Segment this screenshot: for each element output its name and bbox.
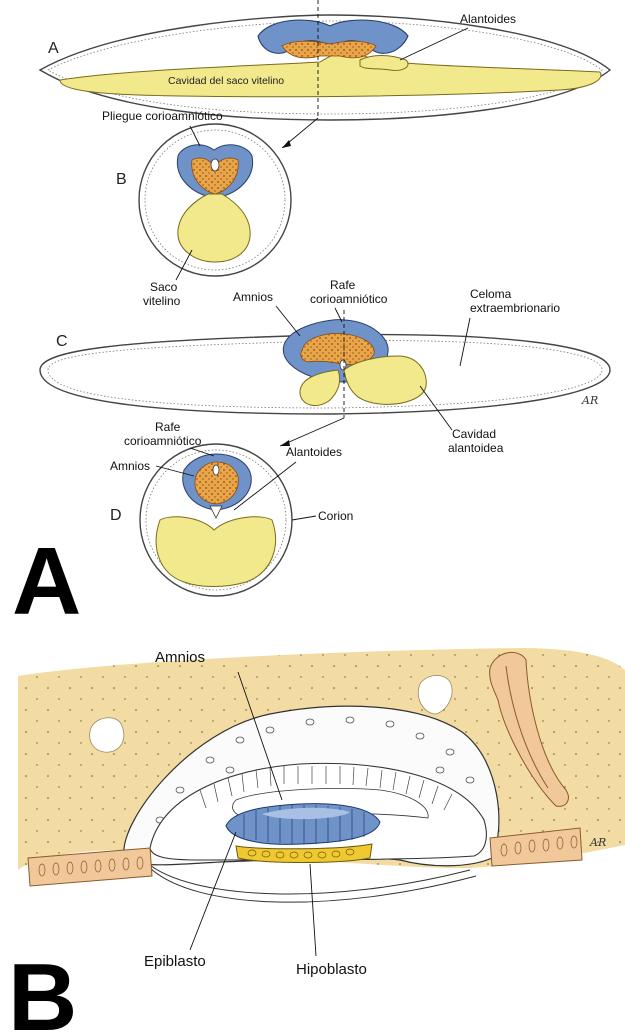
embryo-disc-a <box>282 41 376 58</box>
label-epiblasto: Epiblasto <box>144 953 206 970</box>
label-amnios-d: Amnios <box>110 459 150 473</box>
label-celoma-1: Celoma <box>470 287 512 301</box>
panel-b: AR Amnios Epiblasto Hipoblasto B <box>8 648 625 1036</box>
panel-letter-a: A <box>12 528 81 635</box>
diagram-d: D Rafe corioamniótico Amnios Alantoides … <box>110 420 353 596</box>
label-rafe-d-2: corioamniótico <box>124 434 202 448</box>
label-alantoides-a: Alantoides <box>460 12 516 26</box>
label-saco-1: Saco <box>150 280 178 294</box>
label-rafe-c-2: corioamniótico <box>310 292 388 306</box>
panel-a: A Alantoides Cavidad del saco vitelino B… <box>12 0 610 635</box>
label-letter-a: A <box>48 40 59 57</box>
label-alantoides-d: Alantoides <box>286 445 342 459</box>
label-celoma-2: extraembrionario <box>470 301 560 315</box>
label-letter-c: C <box>56 333 68 350</box>
label-corion: Corion <box>318 509 353 523</box>
diagram-b: B Pliegue corioamniótico Saco vitelino <box>102 109 291 308</box>
label-letter-d: D <box>110 507 122 524</box>
label-rafe-c-1: Rafe <box>330 278 356 292</box>
label-cavidad-alantoidea-2: alantoidea <box>448 441 504 455</box>
label-cavidad-saco-vitelino: Cavidad del saco vitelino <box>168 75 284 87</box>
panel-letter-b: B <box>8 944 77 1036</box>
diagram-c: C Amnios Rafe corioamniótico Celoma extr… <box>40 278 610 455</box>
label-rafe-d-1: Rafe <box>155 420 181 434</box>
label-pliegue-corioamniotico: Pliegue corioamniótico <box>102 109 223 123</box>
svg-text:AR: AR <box>589 836 606 849</box>
label-cavidad-alantoidea-1: Cavidad <box>452 427 496 441</box>
label-amnios-c: Amnios <box>233 290 273 304</box>
label-amnios-b: Amnios <box>155 649 205 666</box>
label-hipoblasto: Hipoblasto <box>296 961 367 978</box>
svg-text:AR: AR <box>581 394 598 407</box>
label-saco-2: vitelino <box>143 294 181 308</box>
diagram-a: A Alantoides Cavidad del saco vitelino <box>40 0 610 148</box>
label-letter-b: B <box>116 171 127 188</box>
